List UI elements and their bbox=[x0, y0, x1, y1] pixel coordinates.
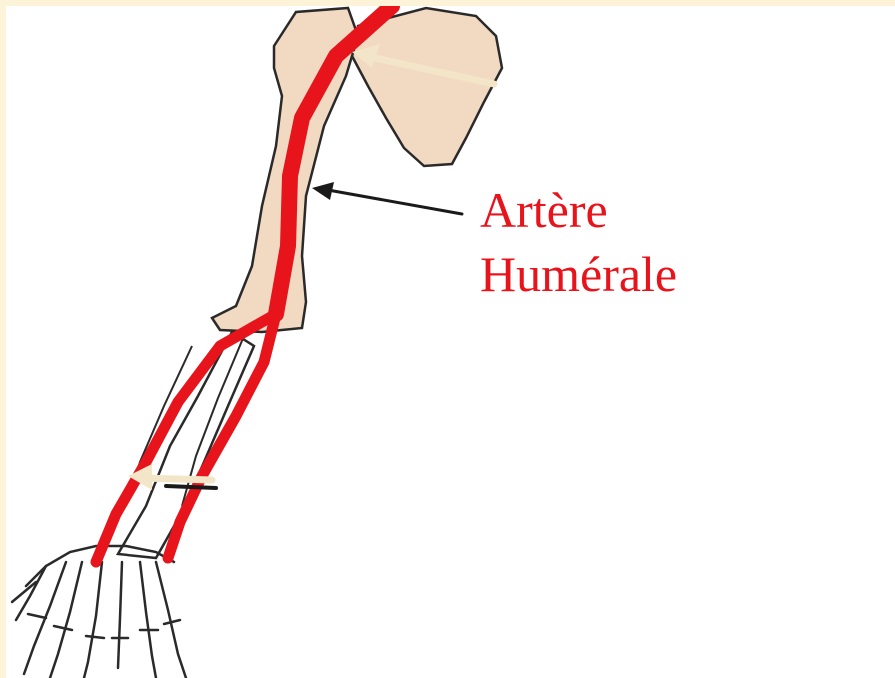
forearm-bones bbox=[118, 332, 254, 558]
artery-label: Artère Humérale bbox=[480, 178, 677, 306]
arm-artery-illustration bbox=[6, 6, 895, 678]
artery-label-line-1: Artère bbox=[480, 178, 677, 242]
artery-label-line-2: Humérale bbox=[480, 242, 677, 306]
diagram-frame: Artère Humérale bbox=[6, 6, 895, 678]
pointer-arrow bbox=[312, 182, 462, 214]
pointer-arrow bbox=[166, 486, 216, 488]
